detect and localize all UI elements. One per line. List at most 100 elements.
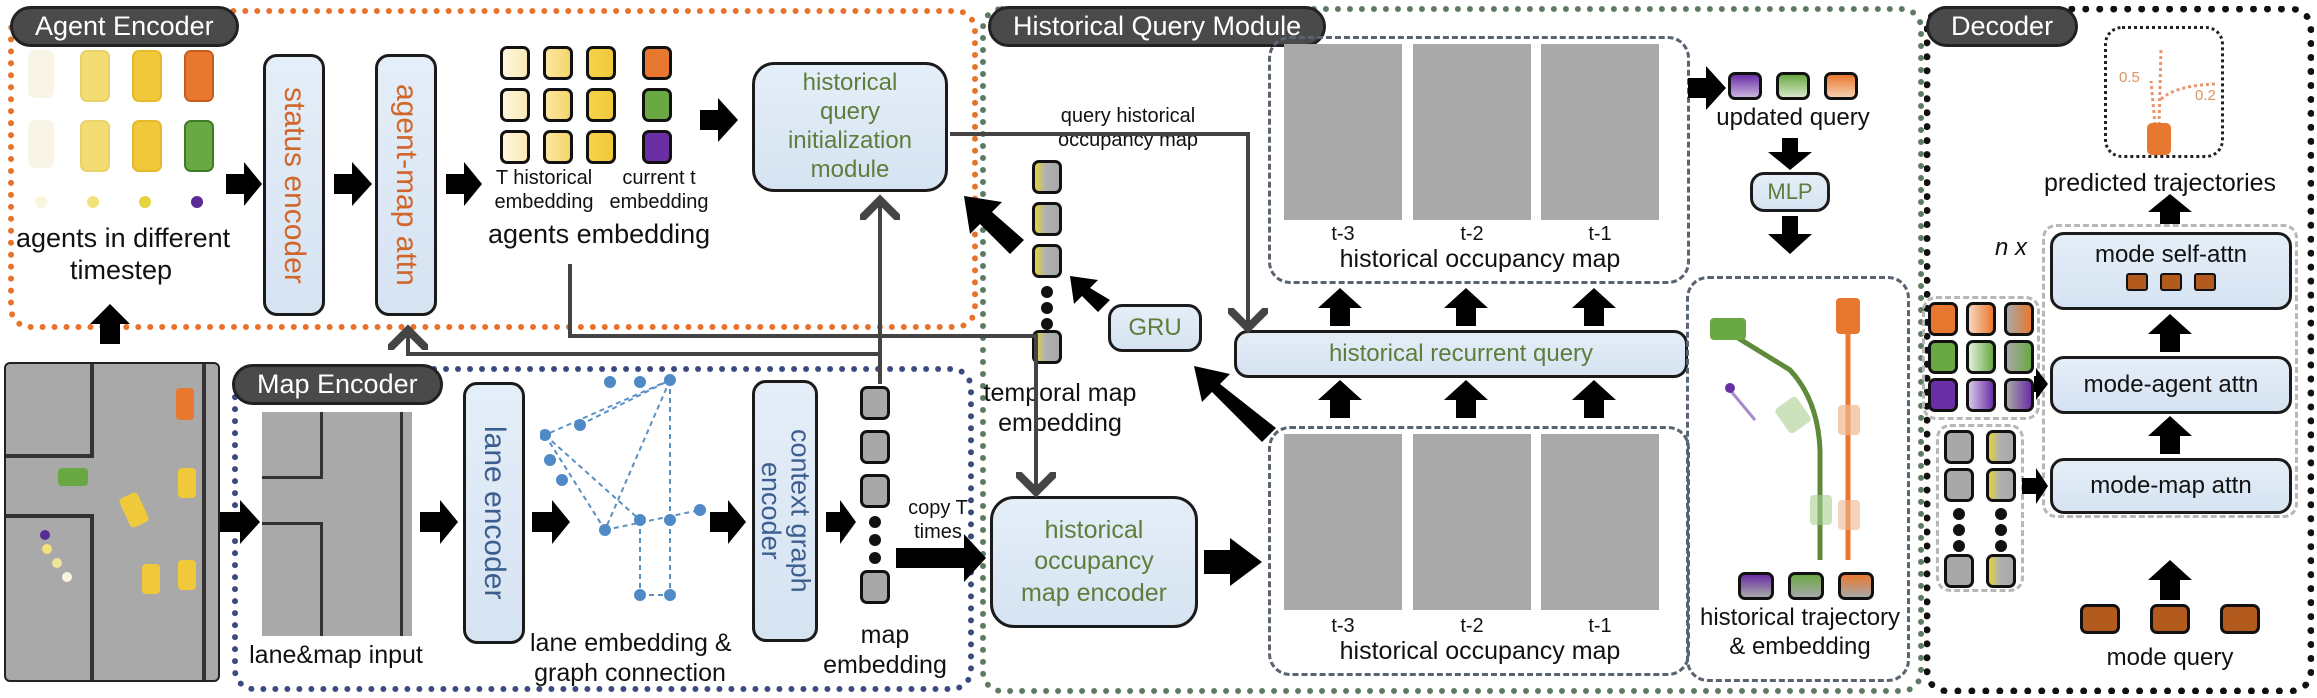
scene-map-image xyxy=(4,362,220,682)
ellipsis-dot xyxy=(869,516,881,528)
map-embedding-caption: map embedding xyxy=(820,620,950,680)
query-hist-line2: occupancy map xyxy=(1057,129,1199,151)
agents-embedding-label: agents embedding xyxy=(488,219,711,249)
t-historical-line1: T historical xyxy=(495,167,593,189)
temporal-map-token xyxy=(1032,160,1062,194)
mode-query-label: mode query xyxy=(2106,644,2234,671)
lane-node xyxy=(574,419,586,431)
temporal-map-token xyxy=(1986,468,2016,502)
updated-query-tokens xyxy=(1728,72,1858,106)
temporal-map-token xyxy=(1986,430,2016,464)
query-token-green xyxy=(1776,72,1810,100)
car-icon xyxy=(2147,123,2171,155)
context-graph-encoder-block: context graph encoder xyxy=(752,380,818,642)
lane-graph-diagram xyxy=(540,374,706,601)
lane-embedding-line2: graph connection xyxy=(534,659,726,687)
current-token xyxy=(642,130,672,164)
trajectory-mode-3 xyxy=(2160,82,2218,101)
temporal-map-embedding-caption: temporal map embedding xyxy=(970,378,1150,438)
lane-map-input-label: lane&map input xyxy=(249,641,423,669)
context-graph-line2: encoder xyxy=(756,462,786,560)
bottom-occupancy-map-title: historical occupancy map xyxy=(1339,637,1621,665)
agent-query-token xyxy=(1966,340,1996,374)
mode-map-attn-block: mode-map attn xyxy=(2050,458,2292,514)
map-token xyxy=(1944,554,1974,588)
mode-map-attn-label: mode-map attn xyxy=(2090,472,2252,499)
agent-query-token xyxy=(1928,340,1958,374)
lane-encoder-label: lane encoder xyxy=(478,426,511,600)
historical-token xyxy=(500,88,530,122)
init-line2: query xyxy=(819,98,881,126)
car-icon xyxy=(178,468,196,498)
lane-node xyxy=(634,376,646,388)
copy-t-caption: copy T times xyxy=(900,496,976,544)
t-historical-line2: embedding xyxy=(494,191,594,213)
timestep-label: t-2 xyxy=(1460,223,1484,245)
occupancy-map-t-1-top xyxy=(1541,44,1659,220)
ellipsis-dot xyxy=(869,534,881,546)
occupancy-map-t-3-top xyxy=(1284,44,1402,220)
decoder-section xyxy=(1924,6,2314,694)
trajectory-mode-2 xyxy=(2149,80,2157,126)
lane-node xyxy=(664,374,676,386)
query-hist-line1: query historical xyxy=(1060,105,1196,127)
occupancy-map-t-3-bottom xyxy=(1284,434,1402,610)
map-token xyxy=(1944,468,1974,502)
car-icon xyxy=(184,50,214,102)
historical-recurrent-query-label: historical recurrent query xyxy=(1328,340,1594,367)
temporal-map-token xyxy=(1032,202,1062,236)
map-query-group xyxy=(1936,424,2024,592)
updated-query-label: updated query xyxy=(1716,104,1870,131)
query-token-purple xyxy=(1728,72,1762,100)
lane-node xyxy=(556,474,568,486)
car-icon xyxy=(142,564,160,594)
car-icon xyxy=(184,120,214,172)
lane-node xyxy=(634,514,646,526)
historical-token xyxy=(586,46,616,80)
car-icon xyxy=(80,120,110,172)
agents-caption: agents in different timestep xyxy=(16,222,230,287)
temporal-map-token xyxy=(1032,330,1062,364)
temporal-map-line1: temporal map xyxy=(983,379,1137,407)
car-icon xyxy=(58,468,88,486)
status-encoder-label: status encoder xyxy=(278,86,311,284)
timestep-label: t-3 xyxy=(1331,615,1355,637)
temporal-map-line2: embedding xyxy=(998,409,1122,437)
predicted-trajectory-box: 0.5 0.2 xyxy=(2104,26,2224,158)
agent-query-group xyxy=(1922,296,2040,420)
init-line1: historical xyxy=(802,69,898,97)
agent-query-token xyxy=(1928,378,1958,412)
hist-occ-line3: map encoder xyxy=(1021,578,1167,607)
hist-token-purple xyxy=(1738,572,1774,600)
historical-recurrent-query-block: historical recurrent query xyxy=(1234,330,1688,378)
ellipsis-dot xyxy=(1995,524,2007,536)
n-x-label: n x xyxy=(1994,234,2027,261)
agent-query-token xyxy=(1928,302,1958,336)
agent-query-token xyxy=(1966,302,1996,336)
pedestrian-dot xyxy=(139,196,151,208)
historical-token xyxy=(586,130,616,164)
car-icon xyxy=(28,50,54,98)
lane-map-input-image xyxy=(262,412,412,636)
car-icon xyxy=(178,560,196,590)
map-query-tokens xyxy=(1944,430,2024,590)
historical-query-module-title: Historical Query Module xyxy=(988,6,1327,47)
map-embedding-line1: map xyxy=(860,621,910,649)
historical-token xyxy=(543,130,573,164)
hist-traj-line1: historical trajectory xyxy=(1699,604,1901,631)
mode-token xyxy=(2126,273,2148,291)
lane-node xyxy=(664,589,676,601)
lane-node xyxy=(664,514,676,526)
timestep-label: t-1 xyxy=(1588,223,1612,245)
init-line3: initialization xyxy=(787,127,913,154)
mode-agent-attn-block: mode-agent attn xyxy=(2050,356,2292,414)
historical-query-init-module: historical query initialization module xyxy=(752,62,948,192)
occupancy-map-t-2-top xyxy=(1413,44,1531,220)
hist-occ-line1: historical xyxy=(1044,516,1144,545)
t-historical-caption: T historical embedding xyxy=(484,166,604,214)
pedestrian-icon xyxy=(1725,383,1735,393)
map-token xyxy=(860,430,890,464)
agent-query-token xyxy=(2004,378,2034,412)
agent-query-tokens xyxy=(1928,302,2038,416)
timestep-label: t-2 xyxy=(1460,615,1484,637)
